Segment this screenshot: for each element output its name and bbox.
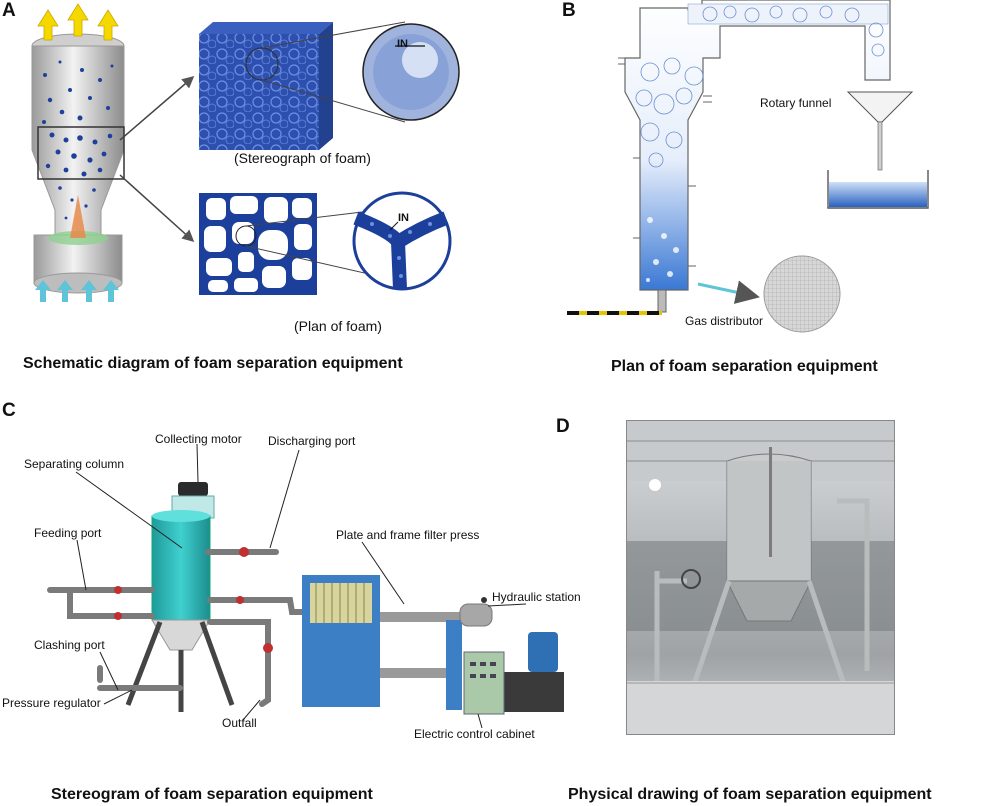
plan-caption: (Plan of foam): [294, 318, 382, 334]
gas-distributor-label: Gas distributor: [685, 314, 764, 328]
gas-distributor-disc: [763, 255, 841, 333]
panel-b-letter: B: [562, 0, 576, 21]
hydraulic-station-label: Hydraulic station: [492, 590, 581, 604]
foam-column-a: [31, 33, 125, 294]
caption-a: Schematic diagram of foam separation equ…: [23, 355, 403, 372]
filter-press: [302, 575, 493, 710]
bubbles-a: [42, 60, 114, 220]
equipment-photo: [626, 420, 895, 735]
filter-press-label: Plate and frame filter press: [336, 528, 480, 542]
clashing-port-label: Clashing port: [34, 638, 105, 652]
in-label-1: IN: [397, 38, 408, 50]
electric-cabinet: [463, 651, 505, 715]
valves-c: [114, 547, 273, 653]
panel-a-letter: A: [2, 0, 16, 21]
inflow-arrows: [35, 280, 119, 302]
zoom-circle-2: [352, 191, 452, 291]
leader-lines-c: [75, 443, 527, 729]
foam-column-b: [567, 0, 891, 315]
separating-column-label: Separating column: [24, 457, 125, 471]
outfall-label: Outfall: [222, 716, 257, 730]
pipes-c: [47, 549, 311, 707]
zoom-circle-1: [362, 23, 460, 121]
electric-cabinet-label: Electric control cabinet: [414, 727, 535, 741]
hydraulic-station: [500, 632, 564, 712]
separating-column-c: [125, 482, 235, 712]
in-label-2: IN: [398, 212, 409, 224]
feeding-port-label: Feeding port: [34, 526, 102, 540]
discharging-port-label: Discharging port: [268, 434, 356, 448]
foam-cube: [199, 21, 406, 150]
caption-c: Stereogram of foam separation equipment: [51, 786, 373, 803]
collection-beaker: [827, 170, 929, 209]
caption-d: Physical drawing of foam separation equi…: [568, 786, 932, 803]
outflow-arrows: [37, 3, 119, 41]
foam-plan: [199, 193, 396, 295]
panel-d-letter: D: [556, 416, 570, 437]
collecting-motor-label: Collecting motor: [155, 432, 242, 446]
pressure-regulator-label: Pressure regulator: [2, 696, 101, 710]
panel-c-letter: C: [2, 400, 16, 421]
rotary-funnel: [846, 91, 914, 171]
rotary-funnel-label: Rotary funnel: [760, 96, 832, 110]
stereograph-caption: (Stereograph of foam): [234, 150, 371, 166]
caption-b: Plan of foam separation equipment: [611, 358, 878, 375]
